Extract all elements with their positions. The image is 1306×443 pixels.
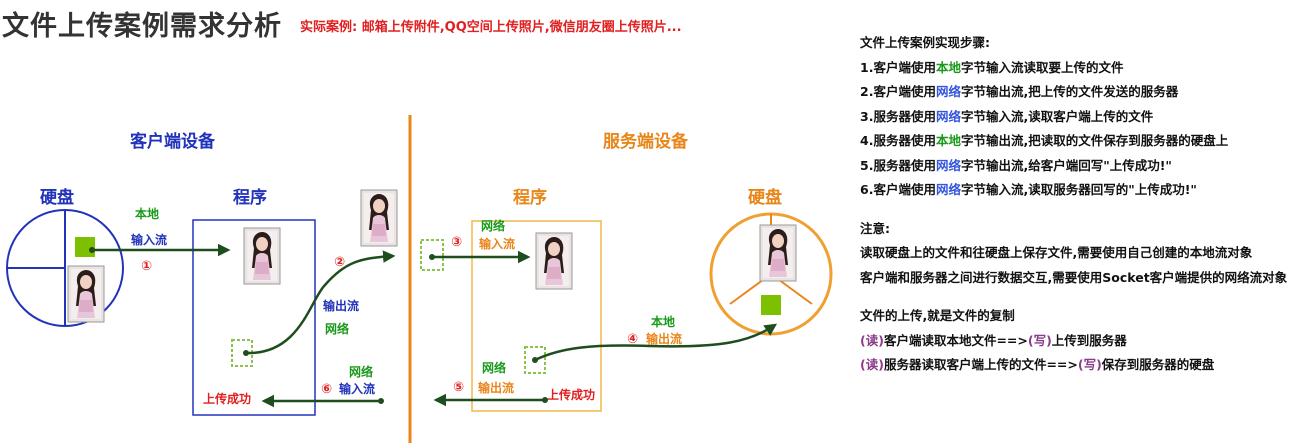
- step6-number: ⑥: [321, 382, 332, 397]
- step6-result-label: 上传成功: [203, 391, 251, 406]
- step-item: 6.客户端使用网络字节输入流,读取服务器回写的"上传成功!": [860, 182, 1197, 197]
- step5-bottom-label: 输出流: [478, 380, 514, 395]
- server-program-photo: [535, 232, 573, 290]
- step2-bottom-label: 网络: [325, 321, 349, 336]
- summary-line-1: (读)客户端读取本地文件==>(写)上传到服务器: [860, 332, 1127, 348]
- step3-number: ③: [451, 235, 462, 250]
- page-subtitle: 实际案例: 邮箱上传附件,QQ空间上传照片,微信朋友圈上传照片...: [300, 20, 682, 35]
- server-program-box: [471, 220, 602, 412]
- step5-top-label: 网络: [482, 360, 506, 375]
- step1-bottom-label: 输入流: [131, 232, 167, 247]
- step4-arrow: [534, 323, 778, 362]
- summary-heading: 文件的上传,就是文件的复制: [860, 308, 1015, 323]
- step6-bottom-label: 输入流: [339, 381, 375, 396]
- step4-bottom-label: 输出流: [646, 331, 682, 346]
- server-receive-buffer: [420, 239, 444, 271]
- step-item: 1.客户端使用本地字节输入流读取要上传的文件: [860, 59, 1124, 75]
- upload-flow-diagram: 客户端设备 服务端设备 硬盘 程序 本地 输入流 ① ② 输出流 网络 程序 ③…: [6, 115, 833, 443]
- note-line-2: 客户端和服务器之间进行数据交互,需要使用Socket客户端提供的网络流对象: [860, 269, 1288, 285]
- server-file-icon: [761, 295, 781, 315]
- summary-line-2: (读)服务器读取客户端上传的文件==>(写)保存到服务器的硬盘: [860, 357, 1215, 372]
- step2-arrow: [245, 250, 396, 355]
- step4-number: ④: [627, 332, 638, 347]
- transit-photo: [360, 189, 398, 247]
- step-item: 2.客户端使用网络字节输出流,把上传的文件发送的服务器: [860, 84, 1179, 99]
- server-disk-label: 硬盘: [748, 187, 782, 208]
- step6-top-label: 网络: [349, 364, 373, 379]
- notes-heading: 注意:: [860, 220, 890, 236]
- client-header: 客户端设备: [129, 131, 216, 152]
- explanation-panel: 文件上传案例实现步骤: 1.客户端使用本地字节输入流读取要上传的文件 2.客户端…: [860, 32, 1300, 379]
- step-item: 3.服务器使用网络字节输入流,读取客户端上传的文件: [860, 108, 1154, 124]
- server-header: 服务端设备: [603, 131, 689, 152]
- server-program-label: 程序: [513, 187, 547, 208]
- server-write-buffer: [524, 346, 546, 374]
- step3-bottom-label: 输入流: [479, 236, 515, 251]
- client-disk-photo: [67, 265, 105, 323]
- server-disk-photo: [759, 224, 797, 282]
- page-title: 文件上传案例需求分析: [2, 11, 282, 42]
- steps-heading: 文件上传案例实现步骤:: [860, 35, 990, 50]
- client-program-box: [192, 219, 316, 416]
- step1-number: ①: [141, 259, 152, 274]
- client-disk-label: 硬盘: [40, 187, 74, 208]
- step3-top-label: 网络: [481, 218, 505, 233]
- step4-top-label: 本地: [651, 314, 675, 329]
- step5-result-label: 上传成功: [547, 387, 595, 402]
- step-item: 4.服务器使用本地字节输出流,把读取的文件保存到服务器的硬盘上: [860, 133, 1229, 148]
- note-line-1: 读取硬盘上的文件和往硬盘上保存文件,需要使用自己创建的本地流对象: [860, 245, 1253, 260]
- step1-top-label: 本地: [135, 206, 159, 221]
- step2-number: ②: [334, 255, 345, 270]
- step2-top-label: 输出流: [323, 298, 359, 313]
- client-program-label: 程序: [233, 187, 267, 208]
- step5-number: ⑤: [453, 380, 464, 395]
- client-program-photo: [243, 227, 281, 285]
- step-item: 5.服务器使用网络字节输出流,给客户端回写"上传成功!": [860, 157, 1172, 173]
